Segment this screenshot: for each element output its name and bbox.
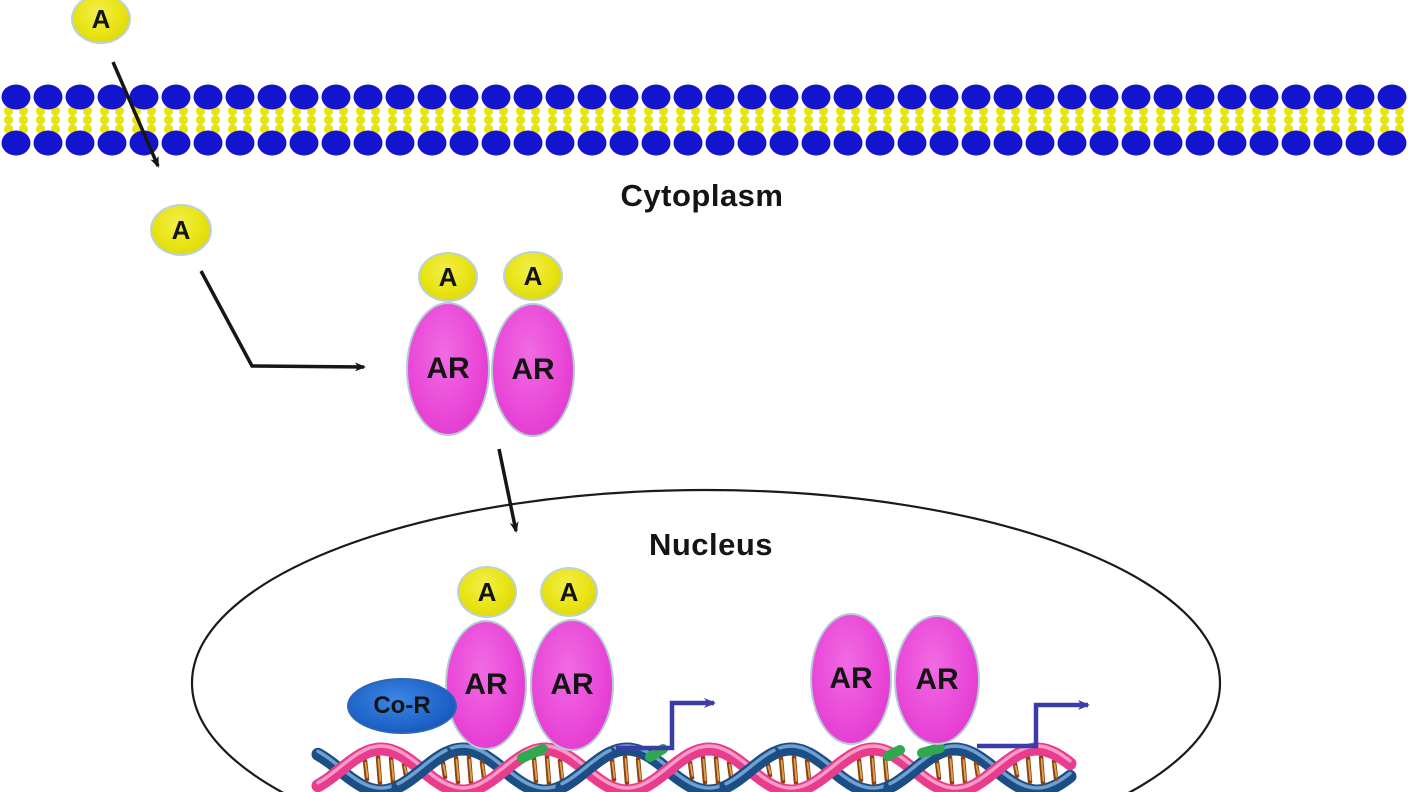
androgen-ligand-on-nuclear-ar-1: A bbox=[457, 566, 517, 618]
ar-receptor-nuclear-unbound-1: AR bbox=[810, 613, 892, 745]
ar-label: AR bbox=[915, 663, 959, 696]
androgen-label: A bbox=[91, 4, 111, 34]
dna-helix bbox=[311, 742, 1077, 792]
ar-label: AR bbox=[829, 662, 873, 695]
ar-label: AR bbox=[511, 353, 555, 386]
ar-label: AR bbox=[426, 352, 470, 385]
arrow-membrane-diffusion bbox=[111, 61, 160, 168]
androgen-ligand-on-nuclear-ar-2: A bbox=[540, 567, 598, 617]
androgen-label: A bbox=[559, 577, 579, 607]
androgen-label: A bbox=[438, 262, 458, 292]
nucleus-label: Nucleus bbox=[648, 527, 774, 562]
transcription-start-arrow-2 bbox=[977, 700, 1090, 749]
androgen-label: A bbox=[477, 577, 497, 607]
androgen-label: A bbox=[171, 215, 191, 245]
cytoplasm-label: Cytoplasm bbox=[620, 178, 784, 213]
cell-membrane-bilayer bbox=[0, 84, 1408, 156]
transcription-start-arrow-1 bbox=[616, 698, 716, 751]
ar-receptor-cytoplasmic-2: AR bbox=[491, 303, 575, 437]
ar-receptor-nuclear-unbound-2: AR bbox=[894, 615, 980, 745]
corepressor-label: Co-R bbox=[373, 692, 431, 719]
ar-receptor-nuclear-bound-2: AR bbox=[530, 619, 614, 751]
corepressor: Co-R bbox=[347, 678, 457, 734]
ar-receptor-nuclear-bound-1: AR bbox=[445, 620, 527, 750]
ar-receptor-cytoplasmic-1: AR bbox=[406, 302, 490, 436]
ar-label: AR bbox=[464, 668, 508, 701]
androgen-ligand-extracellular: A bbox=[71, 0, 131, 44]
arrow-nuclear-translocation bbox=[497, 448, 519, 533]
androgen-ligand-cytoplasmic: A bbox=[150, 204, 212, 256]
androgen-label: A bbox=[523, 261, 543, 291]
androgen-ligand-on-ar-1: A bbox=[418, 252, 478, 302]
arrow-ligand-binding bbox=[199, 270, 366, 372]
androgen-ligand-on-ar-2: A bbox=[503, 251, 563, 301]
ar-label: AR bbox=[550, 668, 594, 701]
